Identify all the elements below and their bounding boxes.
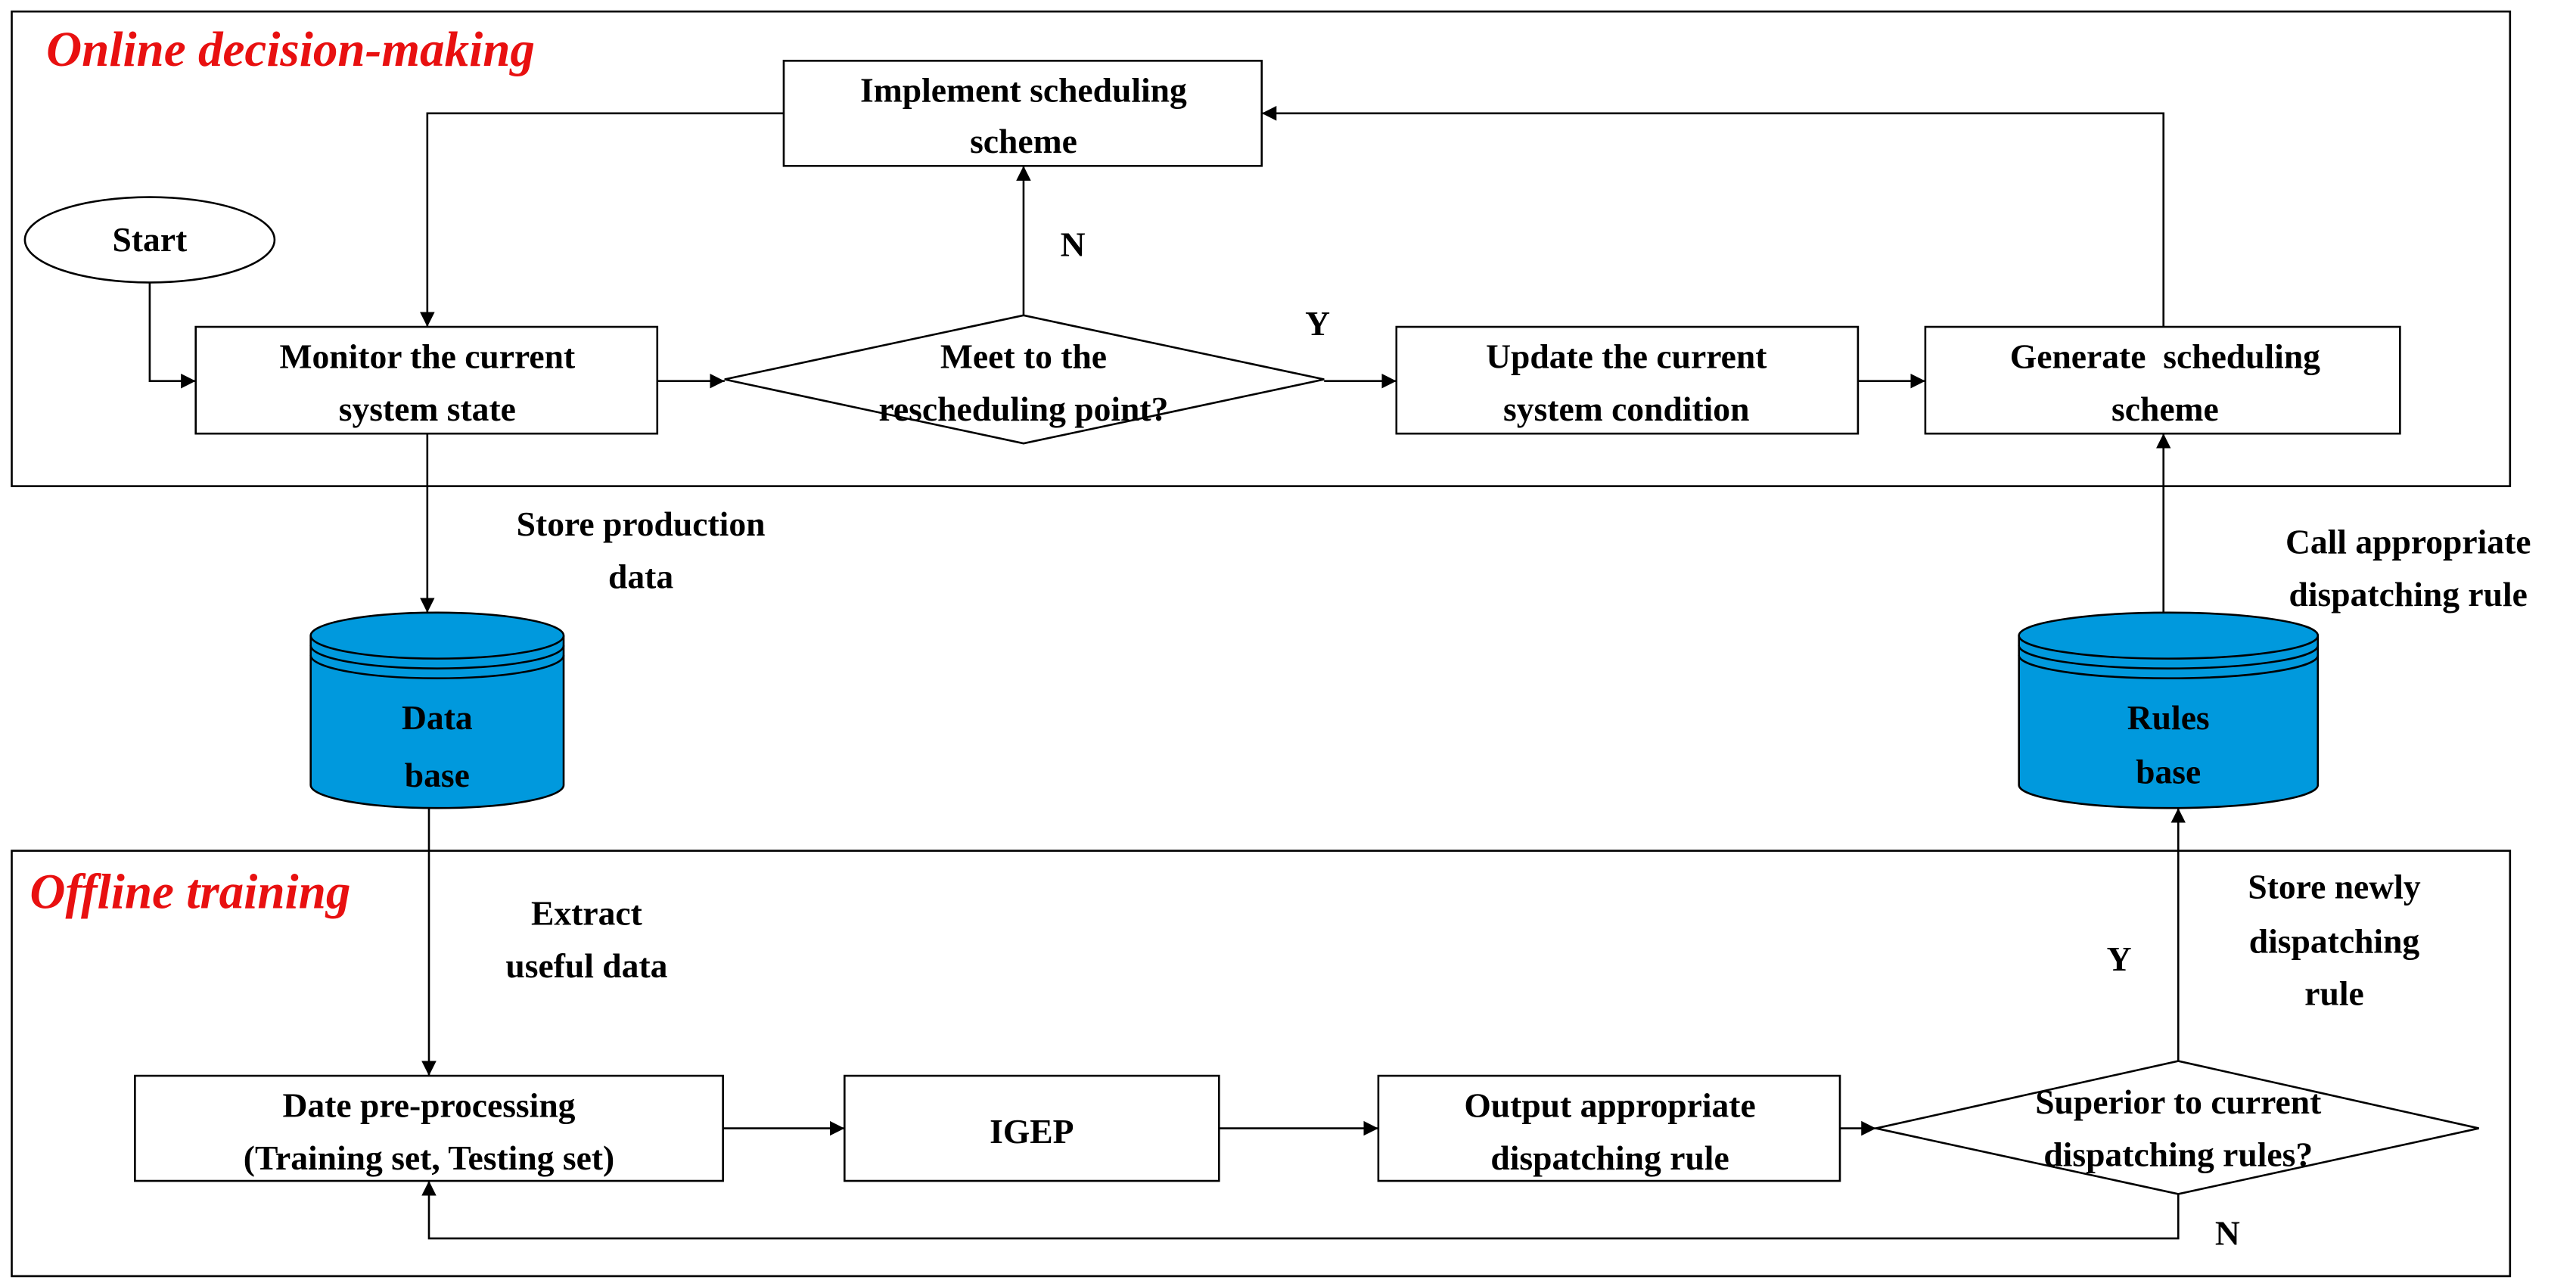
database-label-line-2: base [405,756,470,794]
start-label: Start [113,220,188,259]
offline-region-frame [11,850,2512,1278]
edge-label-y-top: Y [1305,304,1330,343]
offline-region-title: Offline training [30,865,350,920]
output-label-line-1: Output appropriate [1464,1086,1755,1124]
superior-decision-diamond [1875,1060,2479,1195]
preprocess-label-line-2: (Training set, Testing set) [244,1138,614,1177]
implement-box [782,60,1263,167]
update-label-line-2: system condition [1503,390,1749,428]
monitor-label-line-2: system state [339,390,516,428]
edge-label-store-newly-line-3: rule [2304,974,2363,1013]
database-cylinder-icon [309,611,565,809]
rulesbase-label-line-1: Rules [2127,698,2210,737]
edge-label-extract-line-2: useful data [505,946,667,985]
superior-label-line-1: Superior to current [2035,1083,2321,1121]
preprocess-box [134,1074,724,1182]
monitor-label-line-1: Monitor the current [279,337,575,375]
preprocess-label-line-1: Date pre-processing [283,1086,576,1124]
database-label-line-1: Data [402,698,473,737]
edge-label-store-newly-line-1: Store newly [2248,868,2421,906]
edge-label-call-appropriate-line-1: Call appropriate [2285,523,2531,561]
edge-label-store-production-line-1: Store production [517,505,766,543]
implement-label-line-1: Implement scheduling [860,71,1187,110]
superior-label-line-2: dispatching rules? [2043,1135,2313,1174]
igep-label: IGEP [990,1112,1074,1151]
edge-label-store-production-line-2: data [608,557,673,595]
edge-label-n-top: N [1061,225,1086,264]
update-label-line-1: Update the current [1486,337,1767,375]
edge-label-call-appropriate-line-2: dispatching rule [2289,575,2528,613]
edge-generate-to-implement [1261,106,2165,328]
edge-label-y-bottom: Y [2107,940,2132,978]
edge-label-store-newly-line-2: dispatching [2249,921,2420,960]
output-box [1377,1074,1841,1182]
implement-label-line-2: scheme [970,122,1077,160]
generate-label-line-1: Generate scheduling [2010,337,2320,375]
edge-implement-to-monitor [420,112,784,328]
edge-label-n-bottom: N [2215,1214,2240,1253]
rescheduling-decision-diamond [724,314,1325,445]
rulesbase-label-line-2: base [2136,753,2201,791]
online-region-frame [11,10,2512,487]
meet-label-line-2: rescheduling point? [879,390,1169,428]
generate-box [1924,325,2401,435]
edge-start-to-monitor [148,282,196,389]
output-label-line-2: dispatching rule [1490,1138,1729,1177]
edge-label-extract-line-1: Extract [531,893,642,932]
rulesbase-cylinder-icon [2018,611,2320,809]
meet-label-line-1: Meet to the [940,337,1107,375]
edge-superior-to-preprocess [421,1181,2180,1240]
online-region-title: Online decision-making [46,23,535,77]
generate-label-line-2: scheme [2111,390,2219,428]
